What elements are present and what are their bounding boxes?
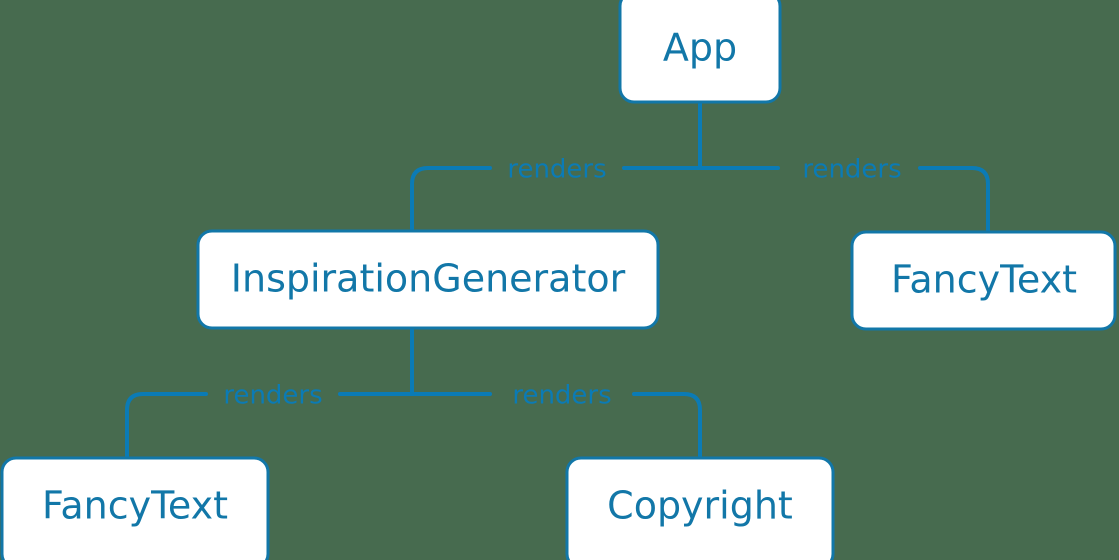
node-fancytext-bottom-label: FancyText	[42, 484, 228, 528]
node-app-label: App	[663, 26, 737, 70]
node-fancytext-top[interactable]: FancyText	[850, 230, 1117, 331]
edge-app-inspgen-path-2	[410, 166, 492, 233]
edge-inspgen-fancytext2-path	[338, 326, 414, 396]
edge-inspgen-copyright-label: renders	[512, 381, 611, 411]
edge-inspgen-fancytext2-label: renders	[223, 381, 322, 411]
edge-app-fancytext1: renders	[698, 100, 990, 234]
edge-app-fancytext1-path-2	[918, 166, 990, 234]
node-copyright[interactable]: Copyright	[565, 456, 835, 560]
edge-inspgen-copyright-path-2	[632, 392, 702, 460]
node-fancytext-top-box[interactable]	[850, 230, 1117, 331]
node-copyright-box[interactable]	[565, 456, 835, 560]
node-inspirationgenerator[interactable]: InspirationGenerator	[196, 229, 660, 330]
node-fancytext-top-label: FancyText	[891, 258, 1077, 302]
node-app[interactable]: App	[618, 0, 782, 104]
edge-app-inspgen-path	[622, 100, 702, 170]
node-inspirationgenerator-label: InspirationGenerator	[231, 257, 626, 301]
edge-inspgen-fancytext2-path-2	[125, 392, 208, 460]
node-app-box[interactable]	[618, 0, 782, 104]
node-fancytext-bottom-box[interactable]	[0, 456, 270, 560]
edge-app-fancytext1-path	[698, 100, 780, 170]
edge-inspgen-copyright: renders	[410, 326, 702, 460]
edge-inspgen-copyright-path	[410, 326, 492, 396]
node-copyright-label: Copyright	[607, 484, 793, 528]
edge-app-inspgen: renders	[410, 100, 702, 233]
edge-inspgen-fancytext2: renders	[125, 326, 414, 460]
edge-app-inspgen-label: renders	[507, 155, 606, 185]
edge-app-fancytext1-label: renders	[802, 155, 901, 185]
node-fancytext-bottom[interactable]: FancyText	[0, 456, 270, 560]
node-inspirationgenerator-box[interactable]	[196, 229, 660, 330]
edge-group: renders renders renders renders	[125, 100, 990, 460]
